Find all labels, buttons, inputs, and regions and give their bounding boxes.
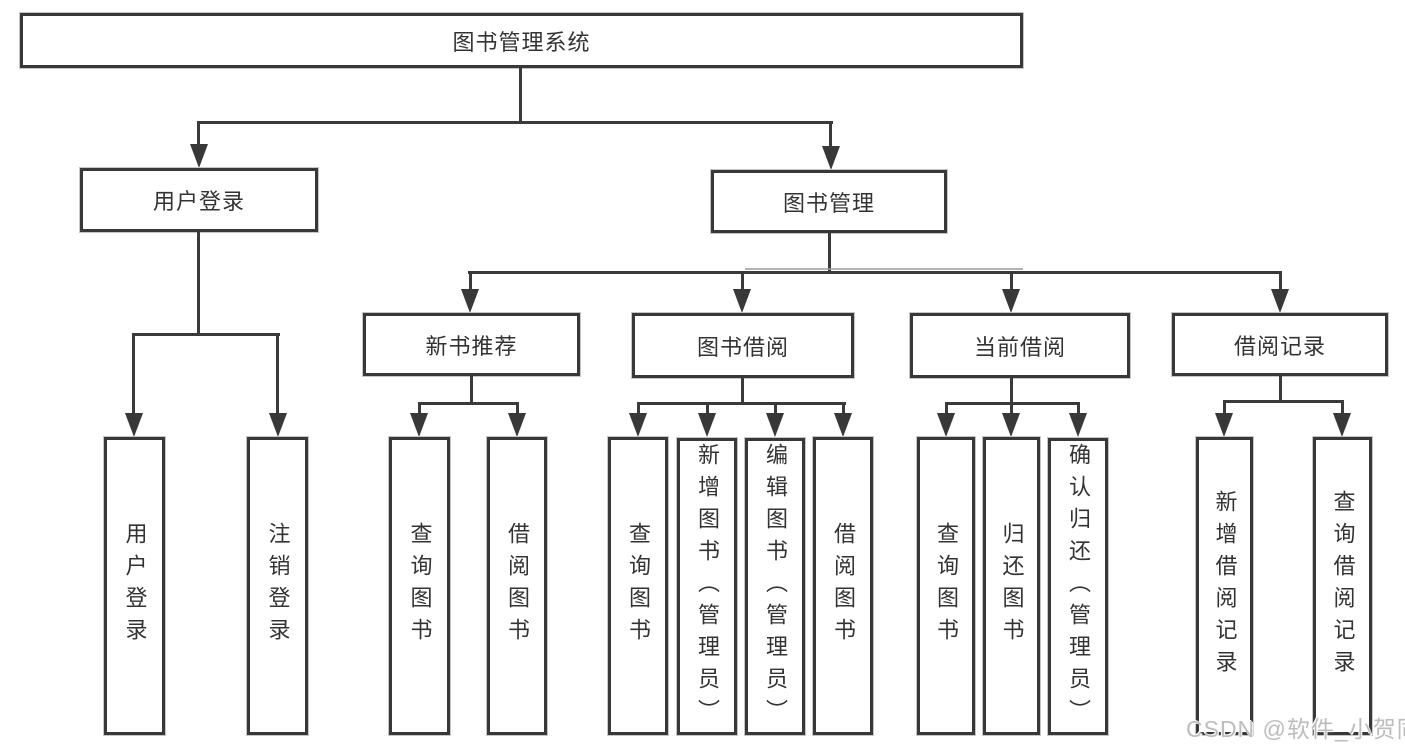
connector-line [1223, 400, 1344, 403]
leaf-confirm-return-admin-label: 确认归还（管理员） [1066, 442, 1091, 731]
arrow-down-icon [698, 413, 716, 437]
root-node-label: 图书管理系统 [452, 29, 591, 55]
connector-line [519, 68, 522, 124]
connector-line [745, 268, 1023, 270]
leaf-query-books-current-label: 查询图书 [934, 522, 959, 650]
leaf-edit-books-admin: 编辑图书（管理员） [745, 438, 805, 735]
connector-line [197, 121, 200, 147]
leaf-confirm-return-admin: 确认归还（管理员） [1048, 438, 1108, 735]
connector-line [418, 402, 421, 415]
connector-line [637, 402, 846, 405]
leaf-query-borrow-record: 查询借阅记录 [1313, 437, 1372, 735]
connector-line [1077, 402, 1080, 415]
connector-line [1010, 271, 1013, 291]
connector-line [1010, 378, 1013, 404]
node-borrowing-records: 借阅记录 [1172, 313, 1388, 376]
arrow-down-icon [410, 413, 428, 437]
leaf-query-books-recommend: 查询图书 [389, 437, 450, 735]
connector-line [197, 121, 833, 124]
leaf-user-login: 用户登录 [104, 437, 165, 735]
arrow-down-icon [1069, 413, 1087, 437]
root-node-library-system: 图书管理系统 [20, 13, 1023, 68]
node-current-borrowing-label: 当前借阅 [973, 334, 1066, 360]
connector-line [1010, 402, 1013, 415]
leaf-add-borrow-record: 新增借阅记录 [1196, 437, 1253, 735]
connector-line [829, 121, 832, 149]
leaf-query-books-current: 查询图书 [917, 437, 975, 735]
leaf-return-books: 归还图书 [983, 437, 1040, 735]
connector-line [706, 402, 709, 415]
connector-line [470, 376, 473, 405]
connector-line [197, 232, 200, 336]
leaf-return-books-label: 归还图书 [999, 522, 1025, 650]
node-borrowing-records-label: 借阅记录 [1233, 333, 1326, 359]
leaf-logout: 注销登录 [247, 437, 308, 735]
connector-line [1279, 376, 1282, 403]
arrow-down-icon [1002, 289, 1020, 313]
arrow-down-icon [1215, 413, 1233, 437]
arrow-down-icon [766, 413, 784, 437]
arrow-down-icon [1271, 289, 1289, 313]
connector-line [1279, 271, 1282, 291]
leaf-add-borrow-record-label: 新增借阅记录 [1212, 490, 1238, 682]
connector-line [828, 233, 831, 273]
arrow-down-icon [125, 413, 143, 437]
leaf-query-books-recommend-label: 查询图书 [407, 522, 433, 650]
node-user-login-label: 用户登录 [152, 189, 245, 214]
connector-line [842, 402, 845, 415]
arrow-down-icon [937, 413, 955, 437]
node-new-book-recommend-label: 新书推荐 [425, 333, 518, 359]
node-new-book-recommend: 新书推荐 [363, 313, 580, 376]
leaf-borrow-books-recommend-label: 借阅图书 [505, 522, 530, 650]
connector-line [774, 402, 777, 415]
node-book-borrowing: 图书借阅 [632, 313, 854, 378]
arrow-down-icon [1002, 413, 1020, 437]
connector-line [741, 271, 744, 291]
arrow-down-icon [1333, 413, 1351, 437]
leaf-borrow-books: 借阅图书 [813, 437, 873, 735]
leaf-query-books-borrowing: 查询图书 [608, 437, 668, 735]
node-book-borrowing-label: 图书借阅 [696, 334, 789, 360]
arrow-down-icon [269, 413, 287, 437]
connector-line [469, 271, 472, 291]
leaf-add-books-admin-label: 新增图书（管理员） [695, 442, 720, 731]
leaf-borrow-books-recommend: 借阅图书 [487, 437, 547, 735]
node-current-borrowing: 当前借阅 [910, 313, 1130, 378]
leaf-user-login-label: 用户登录 [122, 522, 148, 650]
connector-line [132, 333, 280, 336]
connector-line [945, 402, 948, 415]
arrow-down-icon [190, 144, 208, 168]
node-user-login: 用户登录 [80, 168, 318, 232]
connector-line [741, 378, 744, 404]
node-book-management-label: 图书管理 [782, 190, 875, 216]
node-book-management: 图书管理 [711, 170, 947, 233]
arrow-down-icon [508, 413, 526, 437]
connector-line [1341, 400, 1344, 415]
connector-line [516, 402, 519, 415]
leaf-query-borrow-record-label: 查询借阅记录 [1330, 490, 1356, 682]
connector-line [637, 402, 640, 415]
arrow-down-icon [733, 289, 751, 313]
arrow-down-icon [461, 289, 479, 313]
arrow-down-icon [834, 413, 852, 437]
connector-line [276, 333, 279, 415]
arrow-down-icon [629, 413, 647, 437]
connector-line [468, 271, 1282, 274]
arrow-down-icon [822, 146, 840, 170]
csdn-watermark: CSDN @软件_小贺同学 [1186, 716, 1405, 742]
connector-line [132, 333, 135, 415]
leaf-logout-label: 注销登录 [265, 522, 291, 650]
leaf-add-books-admin: 新增图书（管理员） [677, 438, 737, 735]
connector-line [418, 402, 519, 405]
leaf-edit-books-admin-label: 编辑图书（管理员） [763, 442, 788, 731]
connector-line [1223, 400, 1226, 415]
leaf-borrow-books-label: 借阅图书 [831, 522, 856, 650]
leaf-query-books-borrowing-label: 查询图书 [626, 522, 651, 650]
